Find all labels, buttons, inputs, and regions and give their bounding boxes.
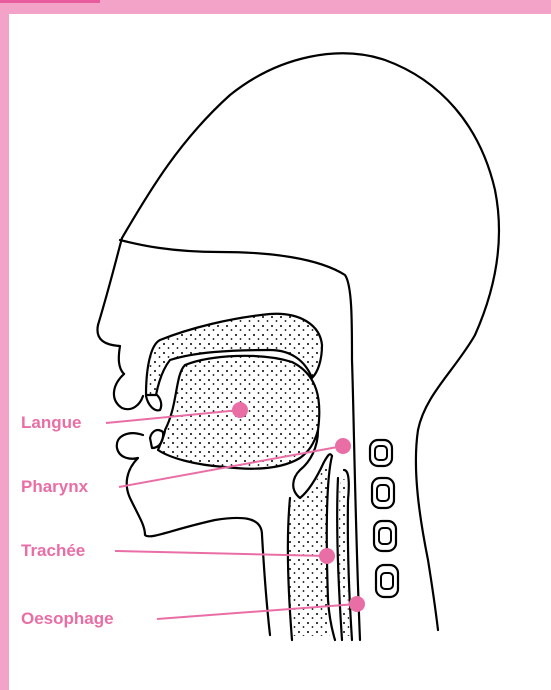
vertebra-4 [376, 565, 398, 597]
vertebra-2 [372, 478, 394, 508]
label-tongue: Langue [21, 414, 81, 431]
vertebra-3 [374, 521, 396, 551]
esophagus-marker [350, 597, 364, 611]
upper-teeth [146, 395, 161, 410]
vertebra-1 [370, 440, 392, 466]
label-trachea: Trachée [21, 542, 85, 559]
label-pharynx: Pharynx [21, 478, 88, 495]
label-esophagus: Oesophage [21, 610, 114, 627]
trachea-marker [320, 549, 334, 563]
face-profile [97, 238, 124, 374]
upper-lip [114, 374, 143, 409]
pharynx-marker [336, 439, 350, 453]
tongue-marker [233, 403, 247, 417]
neck-front [262, 535, 270, 635]
